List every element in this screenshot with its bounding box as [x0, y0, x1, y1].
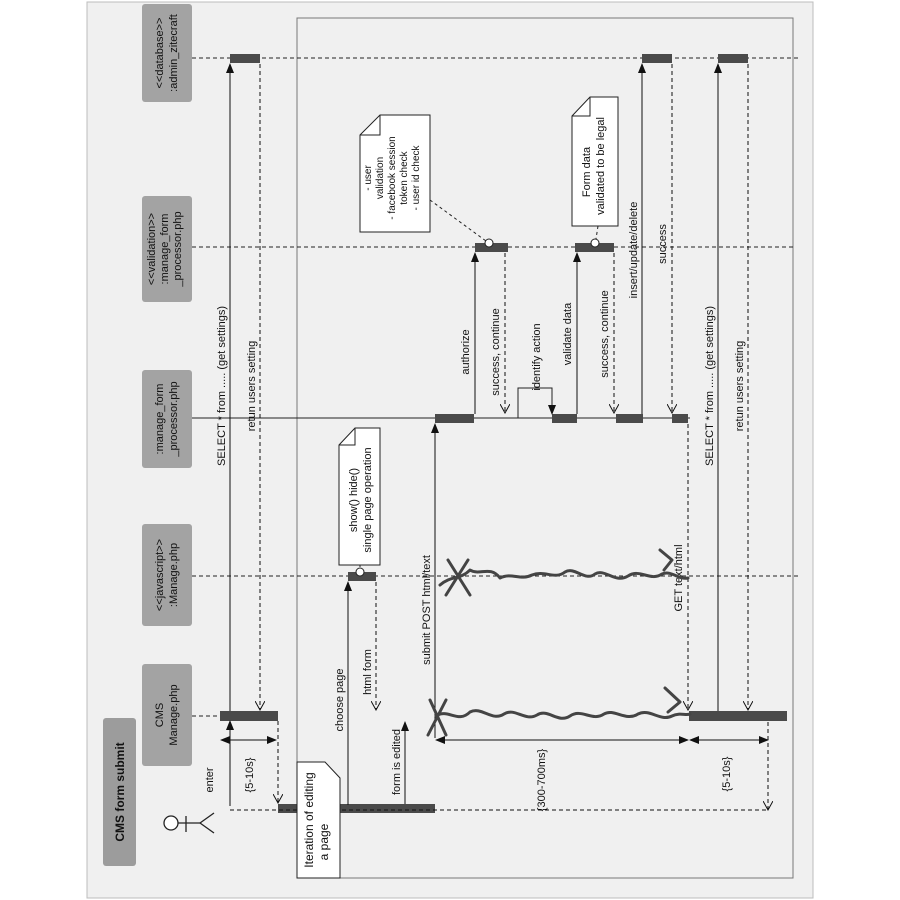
note-iteration-line-1: Iteration of editing: [302, 772, 316, 867]
label-insert-update-delete: insert/update/delete: [628, 202, 640, 299]
label-success-continue1: success, continue: [490, 308, 502, 395]
label-html-form: html form: [362, 649, 374, 695]
activation-db-2: [642, 54, 672, 63]
note-user-validation-line-1: - user: [363, 165, 374, 191]
lifeline-header-cms: CMS Manage.php: [142, 664, 192, 766]
lifeline-header-manage-form-processor: :manage_form _processor.php: [142, 370, 192, 468]
label-validate-data: validate data: [562, 302, 574, 365]
label-select2: SELECT * from ..... (get settings): [704, 306, 716, 466]
label-submit-post: submit POST html/text: [421, 555, 433, 665]
note-form-data-connector: [595, 225, 599, 240]
cms-name-1: CMS: [154, 703, 166, 727]
mfp-name-2: _processor.php: [168, 381, 180, 457]
label-choose-page: choose page: [334, 669, 346, 732]
validation-name-2: _processor.php: [172, 211, 184, 287]
message-lines: [226, 63, 768, 810]
title-tab: [103, 718, 136, 866]
label-return1: retun users setting: [246, 341, 258, 432]
note-user-validation-anchor: [484, 238, 494, 248]
note-form-data-line-1: Form data: [581, 146, 593, 197]
activation-js: [348, 572, 376, 581]
note-show-hide-line-1: show() hide(): [348, 468, 360, 532]
label-select1: SELECT * from ..... (get settings): [216, 306, 228, 466]
activation-validation-1: [475, 243, 508, 252]
note-user-validation: - user validation - facebook session tok…: [359, 114, 431, 233]
hand-drawn-scribbles: [426, 548, 692, 737]
lifeline-header-validation: <<validation>> :manage_form _processor.p…: [142, 196, 192, 302]
js-stereotype: <<javascript>>: [154, 539, 166, 611]
note-form-data: Form data validated to be legal: [571, 96, 619, 227]
db-name: :admin_zitecraft: [168, 14, 180, 92]
js-name: :Manage.php: [168, 543, 180, 607]
duration-markers: [220, 736, 769, 811]
scribble-cms-cross: [426, 698, 448, 737]
note-form-data-line-2: validated to be legal: [595, 117, 607, 215]
activation-db-3: [718, 54, 748, 63]
note-iteration: Iteration of editing a page: [296, 761, 341, 879]
self-call-identify-action: [517, 387, 556, 418]
label-success-continue2: success, continue: [599, 290, 611, 377]
note-user-validation-line-3: - facebook session: [387, 136, 398, 219]
activation-validation-2: [575, 243, 614, 252]
duration-label-1: {5-10s}: [244, 757, 256, 792]
scribble-js-lifeline: [438, 568, 690, 587]
duration-label-2: {300-700ms}: [536, 748, 548, 811]
note-user-validation-line-2: validation: [375, 157, 386, 199]
lifeline-header-javascript: <<javascript>> :Manage.php: [142, 524, 192, 626]
db-stereotype: <<database>>: [154, 18, 166, 89]
scribble-js-tail: [658, 548, 674, 572]
note-iteration-line-2: a page: [317, 823, 331, 860]
label-success: success: [657, 224, 669, 264]
diagram-frame: [86, 1, 814, 899]
activation-bars: [220, 54, 787, 813]
activation-mfp-1: [435, 414, 474, 423]
validation-stereotype: <<validation>>: [146, 213, 158, 285]
cms-name-2: Manage.php: [168, 684, 180, 745]
mfp-name-1: :manage_form: [154, 384, 166, 455]
note-show-hide-line-2: single page operation: [362, 447, 374, 552]
activation-cms-2: [689, 711, 787, 721]
activation-db-1: [230, 54, 260, 63]
activation-mfp-3: [616, 414, 643, 423]
lifeline-header-db: <<database>> :admin_zitecraft: [142, 4, 192, 102]
activation-actor: [278, 804, 435, 813]
duration-label-3: {5-10s}: [721, 756, 733, 791]
note-form-data-anchor: [590, 238, 600, 248]
label-authorize: authorize: [460, 329, 472, 374]
scribble-js-cross: [444, 558, 472, 597]
activation-mfp-4: [672, 414, 688, 423]
note-show-hide-anchor: [355, 567, 365, 577]
scribble-cms-lifeline: [434, 709, 692, 720]
activation-cms-1: [220, 711, 278, 721]
validation-name-1: :manage_form: [159, 214, 171, 285]
label-enter: enter: [204, 767, 216, 792]
note-user-validation-line-5: - user id check: [411, 144, 422, 210]
scribble-cms-tail: [663, 686, 682, 714]
note-show-hide: show() hide() single page operation: [338, 427, 381, 566]
label-return2: retun users setting: [734, 341, 746, 432]
lifelines: [192, 57, 800, 717]
activation-mfp-2: [552, 414, 577, 423]
note-user-validation-line-4: token check: [399, 150, 410, 204]
label-identify-action: identify action: [531, 323, 543, 390]
frame-inner-border: [296, 17, 794, 879]
diagram-title: CMS form submit: [113, 742, 127, 841]
actor-user-icon: [163, 812, 215, 834]
label-form-edited: form is edited: [391, 729, 403, 795]
